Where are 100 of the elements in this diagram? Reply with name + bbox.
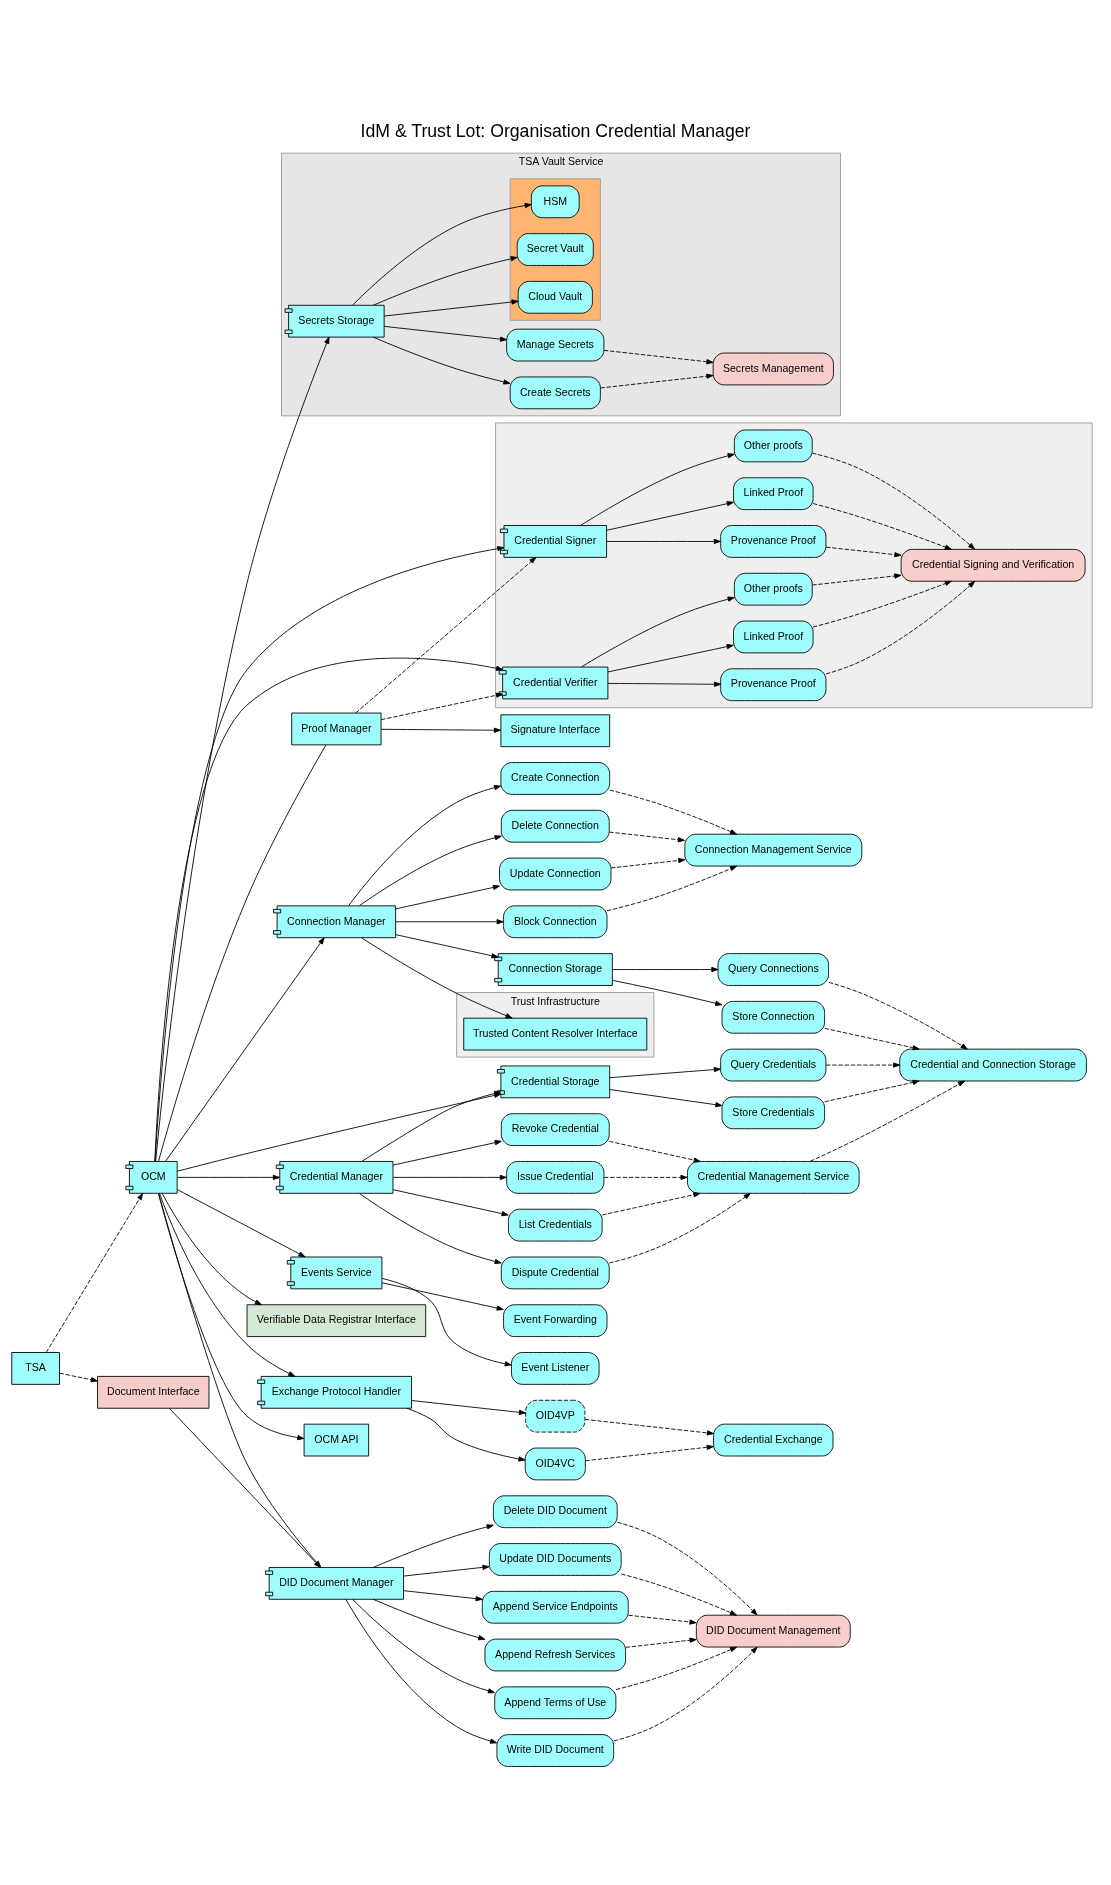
arrow [600,373,714,388]
arrow [403,1564,490,1576]
arrow [610,857,686,868]
arrow [812,580,952,628]
node-box: DID Document Management [695,1614,851,1647]
node-box: Create Secrets [509,376,601,409]
node-box: TSA [11,1351,60,1385]
arrow [381,1277,512,1366]
arrow [809,1080,965,1162]
arrow [383,325,508,342]
node-box: Revoke Credential [500,1112,610,1146]
arrow [603,349,714,364]
arrow [628,1614,697,1625]
arrow [395,884,500,909]
arrow [625,1637,697,1648]
connector [158,744,327,1162]
arrow [811,452,976,550]
arrow [585,1444,714,1461]
arrow [372,1598,486,1640]
arrow [612,979,723,1006]
node-box: List Credentials [507,1208,603,1241]
arrow [352,1598,495,1693]
node-box: Delete DID Document [492,1494,618,1528]
arrow [359,1192,502,1264]
arrow [352,202,532,306]
node-box: Event Listener [511,1351,600,1385]
arrow [616,1521,758,1615]
node-box: Delete Connection [500,809,610,843]
arrow [607,643,734,672]
arrow [825,546,902,557]
arrow [620,1573,738,1616]
node-box: Provenance Proof [720,667,827,701]
node-box: HSM [530,184,580,218]
arrow [824,1027,920,1050]
node-box: Dispute Credential [500,1256,610,1289]
node-box: Trusted Content Resolver Interface [463,1017,648,1050]
arrow [383,298,519,316]
diagram-title: IdM & Trust Lot: Organisation Credential Manager [360,120,751,141]
arrow [824,1079,920,1102]
node-box: OID4VP [525,1399,586,1433]
arrow [825,1061,901,1068]
node-box: Update Connection [499,857,612,890]
arrow [45,1192,144,1353]
arrow [155,336,330,1162]
arrow [828,981,968,1049]
arrow [406,1407,526,1462]
node-box: Query Credentials [720,1048,827,1081]
arrow [345,1598,498,1744]
arrow [601,1191,701,1215]
arrow [584,1418,714,1435]
node-box: Credential Exchange [713,1423,834,1456]
node-box: Secrets Management [712,352,834,385]
arrow [361,936,513,1019]
arrow [608,1140,701,1163]
arrow [380,692,503,720]
arrow [177,1174,280,1180]
arrow [392,1174,507,1180]
arrow [355,556,537,713]
arrow [392,1188,509,1216]
arrow [609,1088,723,1107]
arrow [381,1281,504,1311]
arrow [59,1372,98,1382]
node-box: Append Service Endpoints [481,1590,629,1624]
arrow [606,538,721,544]
arrow [372,1523,494,1568]
arrow [157,1192,305,1440]
arrow [608,831,685,842]
arrow [372,336,511,384]
node-box: Credential Management Service [687,1160,860,1194]
node-box: Verifiable Data Registrar Interface [246,1303,427,1337]
arrow [395,933,499,958]
arrow [380,727,501,733]
arrow [607,681,722,687]
node-box: Manage Secrets [506,328,605,361]
arrow [359,834,502,906]
node-box: Block Connection [503,904,608,938]
arrow [372,255,518,306]
node-box: Store Connection [721,1000,826,1034]
node-box: Connection Management Service [684,833,863,866]
arrow [811,572,902,585]
node-box: Credential Signing and Verification [900,548,1086,582]
arrow [159,1192,296,1377]
node-box: Other proofs [733,572,813,606]
node-box: Cloud Vault [517,280,593,314]
arrow [609,789,738,835]
node-box: Secret Vault [516,232,594,266]
node-box: Append Terms of Use [494,1685,617,1719]
arrow [812,502,952,550]
node-box: Document Interface [97,1375,210,1409]
node-box: Write DID Document [496,1733,615,1767]
node-box: Store Credentials [721,1095,826,1129]
arrow [608,1192,751,1263]
node-box: Issue Credential [506,1160,605,1194]
node-box: Update DID Documents [488,1542,622,1576]
node-box: Create Connection [500,761,611,795]
arrow [165,936,325,1162]
arrow [606,865,738,911]
arrow [611,966,719,972]
arrow [615,1646,738,1690]
arrow [581,596,735,667]
